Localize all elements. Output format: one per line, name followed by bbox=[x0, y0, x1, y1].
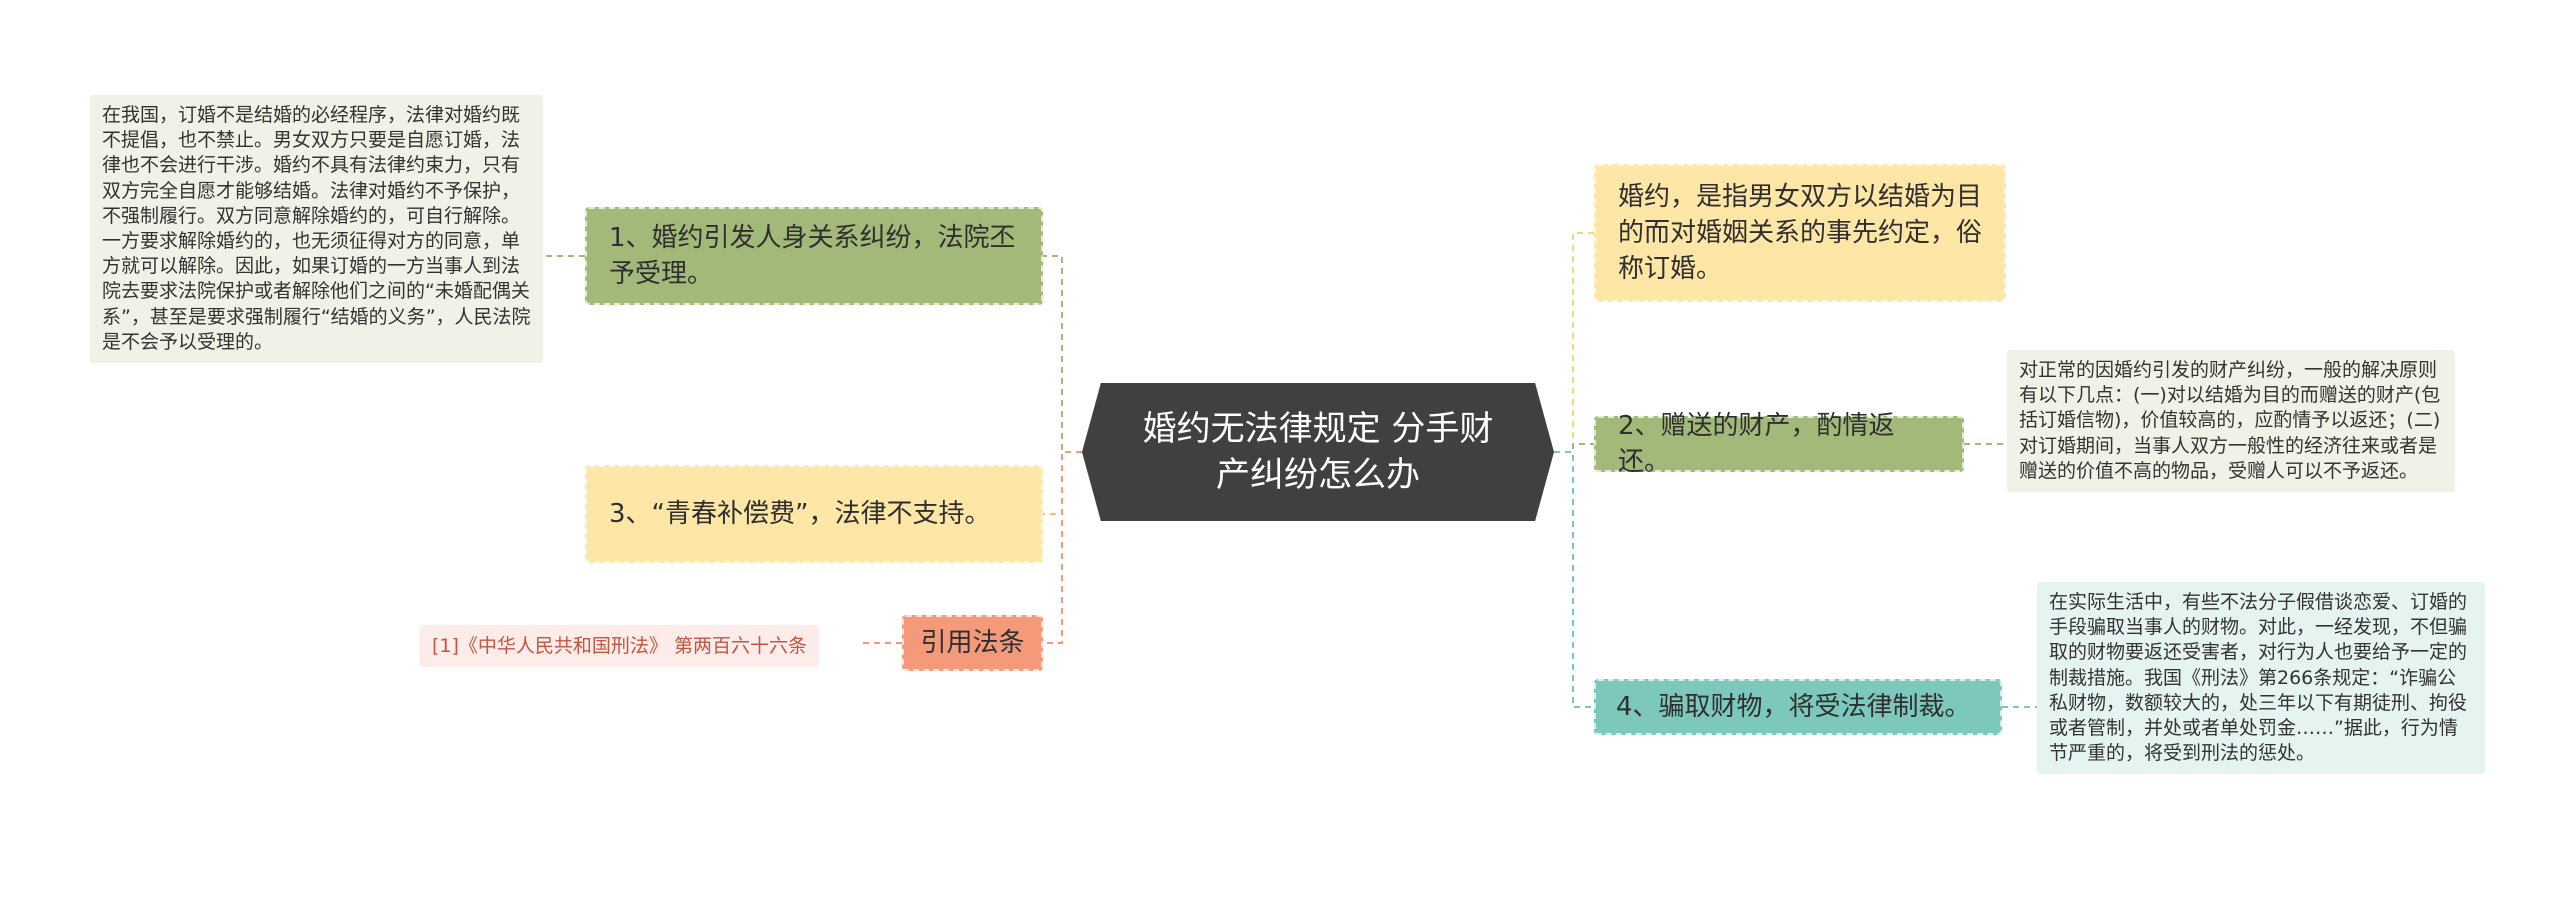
connector-topic-4 bbox=[1554, 451, 1594, 708]
topic-youth-compensation[interactable]: 3、“青春补偿费”，法律不支持。 bbox=[585, 465, 1043, 563]
topic-property-fraud[interactable]: 4、骗取财物，将受法律制裁。 bbox=[1594, 679, 2002, 735]
detail-return-principles: 对正常的因婚约引发的财产纠纷，一般的解决原则有以下几点：(一)对以结婚为目的而赠… bbox=[2007, 350, 2455, 493]
topic-personal-relation-dispute[interactable]: 1、婚约引发人身关系纠纷，法院丕予受理。 bbox=[585, 207, 1043, 305]
connector-definition bbox=[1554, 232, 1594, 453]
detail-criminal-law-reference[interactable]: [1]《中华人民共和国刑法》 第两百六十六条 bbox=[420, 625, 819, 667]
topic-gifted-property[interactable]: 2、赠送的财产，酌情返还。 bbox=[1594, 411, 1964, 477]
connector-topic-2 bbox=[1554, 443, 1594, 453]
central-topic[interactable]: 婚约无法律规定 分手财产纠纷怎么办 bbox=[1082, 383, 1554, 521]
connector-topic-3 bbox=[1043, 451, 1082, 515]
detail-no-court-acceptance: 在我国，订婚不是结婚的必经程序，法律对婚约既不提倡，也不禁止。男女双方只要是自愿… bbox=[90, 95, 543, 364]
connector-citation bbox=[1043, 451, 1082, 644]
topic-cited-law[interactable]: 引用法条 bbox=[902, 615, 1043, 671]
detail-fraud-penalty: 在实际生活中，有些不法分子假借谈恋爱、订婚的手段骗取当事人的财物。对此，一经发现… bbox=[2037, 582, 2485, 775]
topic-engagement-definition[interactable]: 婚约，是指男女双方以结婚为目的而对婚姻关系的事先约定，俗称订婚。 bbox=[1594, 164, 2006, 302]
connector-topic-1 bbox=[1043, 255, 1082, 453]
